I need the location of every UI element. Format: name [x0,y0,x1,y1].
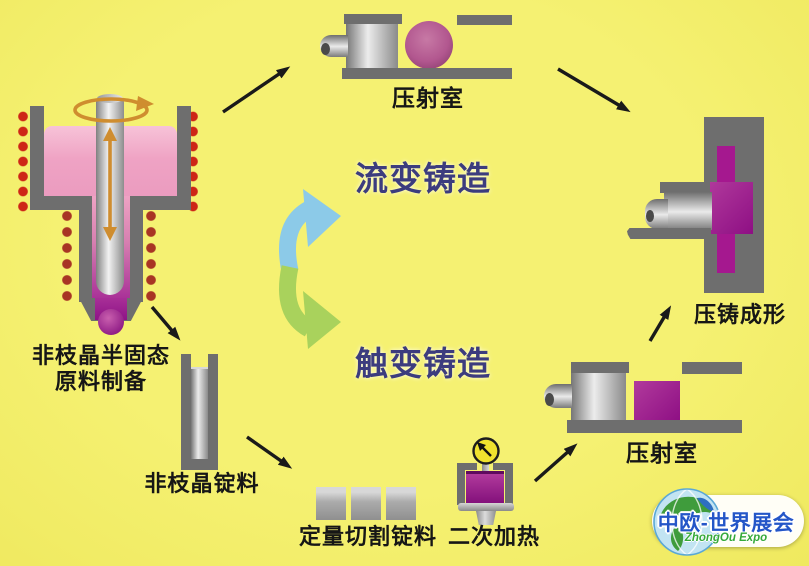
cut-billet-block [316,487,346,520]
cut-ingot-label: 定量切割锭料 [298,524,437,549]
logo-subtitle: ZhongOu Expo [684,532,768,544]
plunger-tip [545,393,554,406]
rheo-curved-arrowhead [303,189,341,247]
mould-wall-right [208,354,218,470]
arrow-injection-top-to-die [557,67,631,113]
heater-pedestal [476,511,496,525]
arrow-ingot-to-cut [246,435,293,469]
plunger-tip [646,210,654,222]
die-casting-label: 压铸成形 [693,302,786,327]
heater-frame-right [505,463,513,505]
cut-billet-block [351,487,381,520]
injection-bottom-bar-left [571,362,629,373]
rheo-curved-arrow [279,201,314,273]
injection-top-bar-left [344,14,402,24]
reciprocating-arrow-icon [103,127,117,241]
arrow-prep-to-ingot [150,305,181,341]
crucible-shoulder-right [139,196,191,210]
arrow-prep-to-injection-top [222,66,291,114]
injection-top-base-bar [342,68,512,79]
ingot-billet [191,367,208,460]
crucible-tube-wall-right [130,196,143,302]
slurry-ball [405,21,453,69]
reheat-label: 二次加热 [447,524,540,549]
heater-base-flange [458,503,514,511]
die-bracket-bottom [627,228,711,239]
crucible-wall-left [30,106,44,210]
heater-frame-top-left [457,463,477,470]
injection-bottom-bar-right [682,362,742,374]
raw-prep-label-line2: 原料制备 [54,368,147,394]
die-injector-cylinder [664,192,712,230]
cast-part-center [706,182,753,234]
logo-title: 中欧-世界展会 [657,512,795,535]
thixo-curved-arrow [279,265,314,337]
slurry-droplet [98,309,124,335]
reheated-billet-block [634,381,680,421]
reheating-billet [466,471,504,507]
heater-frame-top-right [493,463,513,470]
heater-coil-dots-inner-right [146,208,156,304]
heater-coil-dots-outer-left [18,109,28,214]
raw-prep-label-line1: 非枝晶半固态 [31,343,170,368]
plunger-tip [321,43,330,55]
globe-icon [653,488,721,556]
watermark-logo: 中欧-世界展会 ZhongOu Expo [645,482,807,562]
thixocasting-title: 触变铸造 [355,345,491,382]
crucible-wall-right [177,106,191,210]
rheocasting-title: 流变铸造 [355,160,491,197]
ingot-label: 非枝晶锭料 [144,471,260,496]
injection-bottom-label: 压射室 [626,440,698,466]
rotation-arrow-icon [73,96,154,123]
injection-top-label: 压射室 [392,85,464,111]
mould-bottom [181,459,218,470]
heater-coil-dots-inner-left [62,208,72,304]
arrow-reheat-to-injection-bottom [533,443,578,483]
injection-bottom-base-bar [567,420,742,433]
injection-top-bar-right [457,15,512,25]
heater-coil-dots-outer-right [188,109,198,214]
cut-billet-block [386,487,416,520]
crucible-shoulder-left [30,196,82,210]
injection-bottom-cylinder [571,373,626,421]
arrow-injection-bottom-to-die [648,305,672,342]
die-bracket-top [660,182,710,193]
raw-prep-label: 非枝晶半固态 原料制备 [15,343,187,395]
injection-top-cylinder [346,24,398,69]
gauge-icon [472,437,500,465]
mould-wall-left [181,354,191,470]
crucible-tube-wall-left [79,196,92,302]
heater-frame-left [457,463,465,505]
thixo-curved-arrowhead [303,291,341,349]
